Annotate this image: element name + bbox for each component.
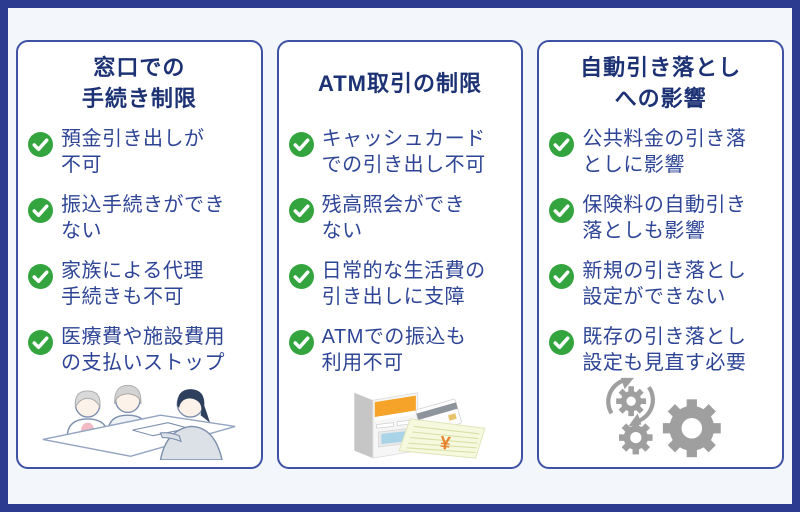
card-atm-restrictions: ATM取引の制限 キャッシュカード での引き出し不可 残高照会ができ ない 日常… <box>276 40 524 469</box>
cards-row: 窓口での 手続き制限 預金引き出しが 不可 振込手続きができ ない 家族による代… <box>16 40 785 469</box>
item-text: 家族による代理 手続きも不可 <box>61 260 204 308</box>
item-text: 預金引き出しが 不可 <box>61 128 205 176</box>
check-icon <box>288 198 314 223</box>
gears-icon <box>605 377 721 458</box>
list-item: 医療費や施設費用 の支払いストップ <box>28 324 251 376</box>
list-item: キャッシュカード での引き出し不可 <box>288 126 512 178</box>
item-text: 日常的な生活費の 引き出しに支障 <box>321 260 486 308</box>
item-text: 振込手続きができ ない <box>61 194 225 242</box>
card-counter-restrictions: 窓口での 手続き制限 預金引き出しが 不可 振込手続きができ ない 家族による代… <box>16 40 263 469</box>
item-text: 新規の引き落とし 設定ができない <box>582 260 747 308</box>
gears-illustration <box>549 376 772 462</box>
list-item: 家族による代理 手続きも不可 <box>28 258 251 310</box>
atm-machine-icon: ¥ <box>354 392 486 459</box>
infographic-board: 窓口での 手続き制限 預金引き出しが 不可 振込手続きができ ない 家族による代… <box>8 8 792 504</box>
item-text: 残高照会ができ ない <box>321 194 466 242</box>
item-text: 公共料金の引き落 としに影響 <box>582 128 747 176</box>
check-icon <box>549 264 575 289</box>
list-item: 新規の引き落とし 設定ができない <box>549 258 772 310</box>
item-list: 公共料金の引き落 としに影響 保険料の自動引き 落としも影響 新規の引き落とし … <box>549 126 772 376</box>
list-item: 日常的な生活費の 引き出しに支障 <box>288 258 512 310</box>
check-icon <box>549 198 575 223</box>
item-text: 保険料の自動引き 落としも影響 <box>582 194 747 242</box>
check-icon <box>288 132 314 157</box>
list-item: 振込手続きができ ない <box>28 192 251 244</box>
bank-counter-illustration <box>28 376 251 462</box>
check-icon <box>288 330 314 355</box>
item-text: ATMでの振込も 利用不可 <box>321 326 467 374</box>
card-title: 自動引き落とし への影響 <box>580 55 742 111</box>
item-text: 既存の引き落とし 設定も見直す必要 <box>582 326 747 374</box>
bank-counter-scene-icon <box>43 384 236 460</box>
card-title: ATM取引の制限 <box>317 70 483 96</box>
item-list: キャッシュカード での引き出し不可 残高照会ができ ない 日常的な生活費の 引き… <box>288 126 512 376</box>
list-item: 保険料の自動引き 落としも影響 <box>549 192 772 244</box>
item-text: 医療費や施設費用 の支払いストップ <box>61 326 225 374</box>
check-icon <box>28 132 53 157</box>
list-item: 公共料金の引き落 としに影響 <box>549 126 772 178</box>
check-icon <box>549 132 575 157</box>
check-icon <box>28 198 53 223</box>
item-list: 預金引き出しが 不可 振込手続きができ ない 家族による代理 手続きも不可 医療… <box>28 126 251 376</box>
atm-illustration: ¥ <box>289 376 512 462</box>
list-item: 既存の引き落とし 設定も見直す必要 <box>549 324 772 376</box>
list-item: ATMでの振込も 利用不可 <box>288 324 512 376</box>
list-item: 残高照会ができ ない <box>288 192 512 244</box>
list-item: 預金引き出しが 不可 <box>28 126 251 178</box>
card-autopay-impact: 自動引き落とし への影響 公共料金の引き落 としに影響 保険料の自動引き 落とし… <box>537 40 785 469</box>
svg-text:¥: ¥ <box>439 432 452 454</box>
check-icon <box>28 330 53 355</box>
item-text: キャッシュカード での引き出し不可 <box>321 128 486 176</box>
card-title: 窓口での 手続き制限 <box>81 55 197 111</box>
check-icon <box>549 330 575 355</box>
check-icon <box>288 264 314 289</box>
check-icon <box>28 264 53 289</box>
